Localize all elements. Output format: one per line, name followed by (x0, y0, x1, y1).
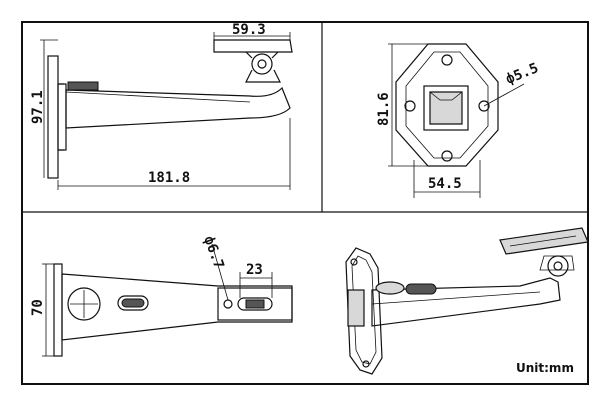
side-view: 59.3 97.1 181.8 (30, 22, 293, 190)
wall-plate-top (53, 263, 63, 357)
plate-front-view: 81.6 ф5.5 54.5 (376, 43, 541, 198)
top-view: ф6.7 23 70 (30, 234, 293, 357)
dim-arm-length: 181.8 (148, 170, 190, 186)
wall-plate-side (47, 55, 59, 179)
dim-top-width: 59.3 (232, 22, 266, 38)
pivot-joint (251, 53, 273, 75)
plate-hole-top (441, 54, 453, 66)
arm-body (65, 86, 291, 129)
dim-plate-width: 54.5 (428, 176, 462, 192)
drawing-frame (21, 21, 589, 385)
dim-side-height: 97.1 (30, 90, 46, 124)
dim-bottom-height: 70 (30, 299, 46, 316)
dim-plate-height: 81.6 (376, 92, 392, 126)
arm-collar (67, 81, 99, 91)
iso-badge (405, 283, 437, 295)
dim-hole-dia: ф5.5 (504, 60, 541, 87)
leader-hole-dia (483, 83, 525, 107)
top-mount-plate (213, 39, 293, 53)
unit-label: Unit:mm (516, 361, 574, 375)
arm-top-outline (61, 273, 293, 341)
mounting-plate-outline (395, 43, 499, 167)
dim-slot-length: 23 (246, 262, 263, 278)
adjust-slot (237, 297, 273, 311)
pivot-hole (223, 299, 233, 309)
dim-pivot-hole: ф6.7 (200, 234, 227, 271)
end-clamp (217, 287, 293, 321)
isometric-view: Unit:mm (345, 227, 589, 375)
iso-pivot-joint (547, 255, 569, 277)
iso-wall-plate (345, 247, 383, 375)
iso-arm (371, 277, 561, 327)
screw-cap (67, 287, 101, 321)
leader-pivot-hole (211, 243, 229, 301)
plate-hole-right (478, 100, 490, 112)
plate-center-square (423, 85, 469, 131)
plate-hole-left (404, 100, 416, 112)
brand-badge (117, 295, 149, 311)
base-block (57, 83, 67, 151)
plate-hole-bottom (441, 150, 453, 162)
